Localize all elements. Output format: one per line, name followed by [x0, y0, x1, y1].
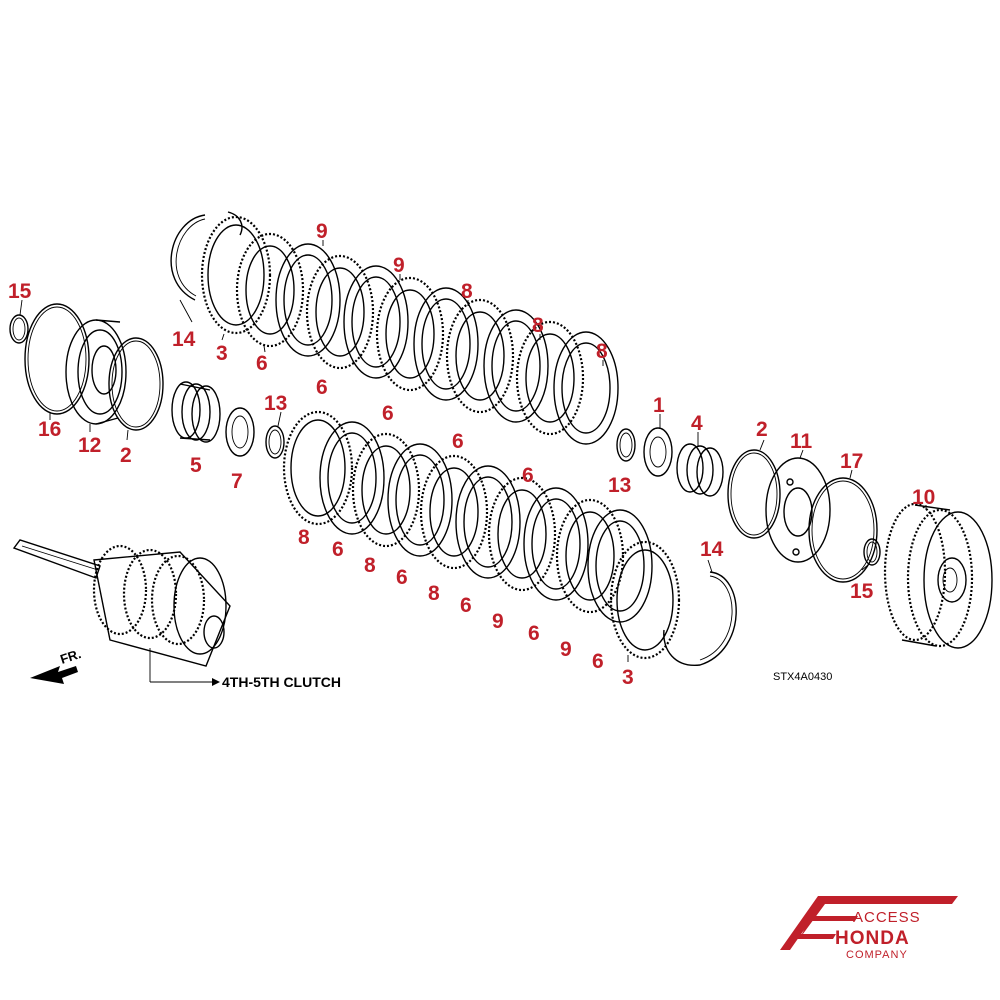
- callout-7: 7: [231, 470, 243, 493]
- callout-8-a: 8: [461, 280, 473, 303]
- front-marker: FR.: [58, 646, 83, 667]
- callout-6-d: 6: [452, 430, 464, 453]
- callout-9-d: 9: [560, 638, 572, 661]
- callout-8-b: 8: [532, 314, 544, 337]
- callout-2-left: 2: [120, 444, 132, 467]
- callout-9-b: 9: [393, 254, 405, 277]
- spring-retainer-7: [225, 407, 255, 457]
- clutch-drum-10: [883, 502, 993, 649]
- callout-8-f: 8: [428, 582, 440, 605]
- snap-ring-14-lower: [663, 571, 737, 666]
- mainshaft-assembly: [12, 539, 231, 686]
- callout-8-d: 8: [298, 526, 310, 549]
- callout-8-c: 8: [596, 340, 608, 363]
- end-plate-3-upper: [200, 215, 272, 335]
- callout-6-e: 6: [522, 464, 534, 487]
- drawing-code: STX4A0430: [773, 671, 832, 683]
- logo-line-3: COMPANY: [846, 949, 908, 961]
- o-ring-2-left: [108, 337, 164, 431]
- callout-16: 16: [38, 418, 61, 441]
- callout-8-e: 8: [364, 554, 376, 577]
- callout-15-right: 15: [850, 580, 874, 603]
- callout-6-b: 6: [316, 376, 328, 399]
- callout-1: 1: [653, 394, 665, 417]
- leader-lines: [19, 240, 927, 662]
- return-spring-5: [171, 381, 221, 443]
- callout-17: 17: [840, 450, 863, 473]
- callout-14-upper: 14: [172, 328, 196, 351]
- upper-disc-stack: [235, 232, 619, 445]
- snap-ring-13-right: [616, 428, 636, 462]
- callout-12: 12: [78, 434, 101, 457]
- o-ring-2-right: [727, 449, 781, 539]
- front-arrow-icon: [30, 666, 78, 684]
- callout-13-right: 13: [608, 474, 631, 497]
- clutch-piston-12: [65, 319, 127, 425]
- callout-14-lower: 14: [700, 538, 724, 561]
- thrust-washer-1: [643, 427, 673, 477]
- assembly-label: 4TH-5TH CLUTCH: [222, 674, 341, 690]
- callout-4: 4: [691, 412, 703, 435]
- clutch-piston-11: [765, 457, 831, 563]
- logo-line-1: ACCESS: [853, 909, 921, 926]
- callout-6-i: 6: [528, 622, 540, 645]
- o-ring-17: [808, 477, 878, 583]
- callout-6-f: 6: [332, 538, 344, 561]
- callout-6-h: 6: [460, 594, 472, 617]
- callout-10: 10: [912, 486, 935, 509]
- callout-6-a: 6: [256, 352, 268, 375]
- callout-9-a: 9: [316, 220, 328, 243]
- o-ring-16: [24, 303, 90, 415]
- spring-4: [676, 443, 724, 497]
- snap-ring-14-upper: [170, 211, 243, 301]
- snap-ring-13-left: [265, 425, 285, 459]
- callout-3-upper: 3: [216, 342, 228, 365]
- callout-13-left: 13: [264, 392, 287, 415]
- logo-line-2: HONDA: [835, 928, 910, 949]
- callout-2-right: 2: [756, 418, 768, 441]
- callout-6-j: 6: [592, 650, 604, 673]
- callout-9-c: 9: [492, 610, 504, 633]
- callout-3-lower: 3: [622, 666, 634, 689]
- snap-ring-15-right: [863, 538, 881, 566]
- callout-6-c: 6: [382, 402, 394, 425]
- snap-ring-15-left: [9, 314, 29, 344]
- callout-15-left: 15: [8, 280, 32, 303]
- callout-5: 5: [190, 454, 202, 477]
- callout-6-g: 6: [396, 566, 408, 589]
- lower-disc-stack: [282, 410, 681, 660]
- callout-11: 11: [790, 430, 813, 453]
- access-honda-logo: ACCESS HONDA COMPANY: [780, 896, 958, 961]
